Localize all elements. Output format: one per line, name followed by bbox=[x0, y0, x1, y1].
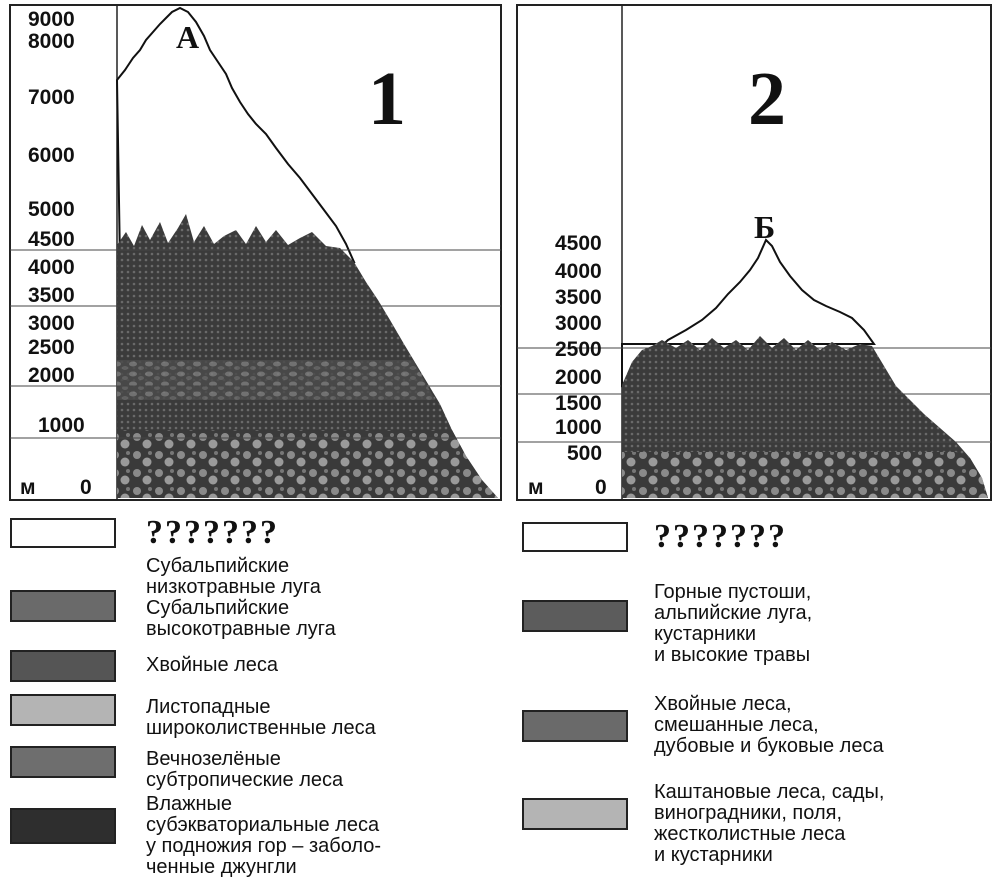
panel-1-gridlines bbox=[10, 249, 501, 439]
tick-label: 3000 bbox=[28, 312, 75, 335]
tick-label: 3500 bbox=[28, 284, 75, 307]
legend-label-alpine: Горные пустоши, альпийские луга, кустарн… bbox=[654, 581, 813, 666]
tick-label: 1500 bbox=[555, 392, 602, 415]
legend-swatch-blank bbox=[10, 518, 116, 548]
legend-label-subtropical: Вечнозелёные субтропические леса bbox=[146, 748, 344, 791]
legend-label-mixed-forest: Хвойные леса, смешанные леса, дубовые и … bbox=[654, 693, 884, 757]
tick-label: 2500 bbox=[28, 336, 75, 359]
tick-label: 2000 bbox=[28, 364, 75, 387]
legend-label-conifer: Хвойные леса bbox=[146, 654, 279, 676]
tick-label: 6000 bbox=[28, 144, 75, 167]
peak-label-b: Б bbox=[754, 209, 775, 245]
legend-swatch-subalpine bbox=[10, 590, 116, 622]
panel-2-number: 2 bbox=[748, 57, 786, 141]
panel-1: 9000 8000 7000 6000 5000 4500 4000 3500 … bbox=[9, 4, 502, 501]
panel-1-ticks: 9000 8000 7000 6000 5000 4500 4000 3500 … bbox=[20, 8, 92, 499]
peak-label-a: А bbox=[176, 19, 199, 55]
tick-label: 4500 bbox=[28, 228, 75, 251]
mountain-a bbox=[115, 6, 498, 498]
tick-label: 2000 bbox=[555, 366, 602, 389]
tick-label: 8000 bbox=[28, 30, 75, 53]
tick-label: 0 bbox=[595, 476, 607, 499]
tick-label: 0 bbox=[80, 476, 92, 499]
legend-label-subalpine: Субальпийские низкотравные луга Субальпи… bbox=[146, 555, 336, 640]
legend-swatch-conifer bbox=[10, 650, 116, 682]
legend-swatch-subtropical bbox=[10, 746, 116, 778]
legend-swatch-jungle bbox=[10, 808, 116, 844]
legend-swatch-deciduous bbox=[10, 694, 116, 726]
legend-swatch-chestnut bbox=[522, 798, 628, 830]
altitudinal-zonation-diagram: 9000 8000 7000 6000 5000 4500 4000 3500 … bbox=[9, 4, 992, 501]
legend-label-chestnut: Каштановые леса, сады, виноградники, пол… bbox=[654, 781, 885, 866]
panel-2-ticks: 4500 4000 3500 3000 2500 2000 1500 1000 … bbox=[528, 232, 607, 499]
unit-label: м bbox=[528, 476, 544, 499]
panel-2: 4500 4000 3500 3000 2500 2000 1500 1000 … bbox=[516, 4, 992, 501]
legend-swatch-mixed-forest bbox=[522, 710, 628, 742]
tick-label: 1000 bbox=[555, 416, 602, 439]
tick-label: 7000 bbox=[28, 86, 75, 109]
legend-swatch-alpine bbox=[522, 600, 628, 632]
legend-label-jungle: Влажные субэкваториальные леса у подножи… bbox=[146, 793, 382, 878]
tick-label: 5000 bbox=[28, 198, 75, 221]
panel-1-number: 1 bbox=[368, 57, 406, 141]
tick-label: 1000 bbox=[38, 414, 85, 437]
legend-swatch-blank bbox=[522, 522, 628, 552]
tick-label: 3500 bbox=[555, 286, 602, 309]
mountain-b bbox=[621, 238, 988, 498]
unit-label: м bbox=[20, 476, 36, 499]
legend-unknown-label: ??????? bbox=[654, 518, 787, 555]
legend-unknown-label: ??????? bbox=[146, 514, 279, 551]
tick-label: 3000 bbox=[555, 312, 602, 335]
tick-label: 2500 bbox=[555, 338, 602, 361]
tick-label: 9000 bbox=[28, 8, 75, 31]
panel-2-gridlines bbox=[517, 347, 991, 443]
tick-label: 500 bbox=[567, 442, 602, 465]
tick-label: 4000 bbox=[28, 256, 75, 279]
legend-label-deciduous: Листопадные широколиственные леса bbox=[146, 696, 376, 739]
tick-label: 4000 bbox=[555, 260, 602, 283]
tick-label: 4500 bbox=[555, 232, 602, 255]
